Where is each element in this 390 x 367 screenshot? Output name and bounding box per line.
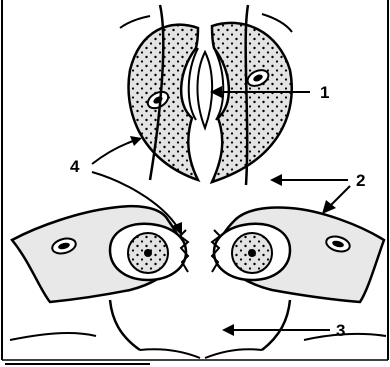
label-3: 3: [336, 321, 345, 340]
label-2: 2: [356, 171, 365, 190]
label-4: 4: [70, 157, 80, 176]
label-1: 1: [320, 83, 329, 102]
right-guard-cell: [212, 23, 292, 182]
stomatal-pore: [197, 52, 212, 128]
stoma-surface-view: [120, 5, 292, 185]
stoma-cross-section: [10, 206, 386, 358]
